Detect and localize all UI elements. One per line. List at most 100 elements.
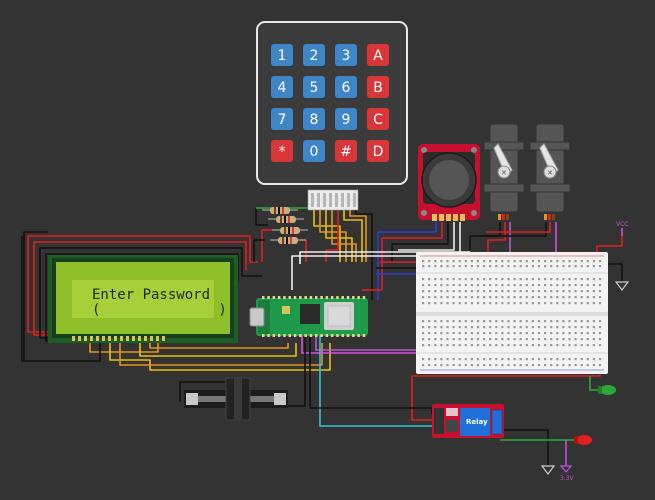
relay-block xyxy=(460,408,490,436)
keypad-key-label: 9 xyxy=(342,112,351,128)
keypad-key-label: 7 xyxy=(278,112,287,128)
keypad-key-5[interactable]: 5 xyxy=(303,76,325,98)
relay-module: Relay xyxy=(432,404,504,438)
wire-white xyxy=(398,222,455,251)
breadboard-holes xyxy=(422,260,602,367)
wire-black xyxy=(255,208,268,226)
led-red xyxy=(574,435,592,445)
voltage-label: 3.3V xyxy=(560,475,575,482)
pico-chip xyxy=(300,304,320,324)
relay-label: Relay xyxy=(466,418,488,426)
wire-red xyxy=(486,222,551,233)
keypad-key-8[interactable]: 8 xyxy=(303,108,325,130)
wire-yellow xyxy=(313,210,341,262)
svg-text:✕: ✕ xyxy=(547,169,553,177)
pico-pins xyxy=(262,334,366,337)
wire-orange xyxy=(319,210,347,262)
keypad-keys: 1 2 3 A 4 5 6 B 7 8 9 C * 0 # D xyxy=(271,44,389,162)
joystick-module xyxy=(418,144,480,221)
keypad-key-label: # xyxy=(340,144,352,160)
svg-text:✕: ✕ xyxy=(501,169,507,177)
wire-black xyxy=(23,231,48,360)
resistor xyxy=(268,216,304,223)
keypad-key-2[interactable]: 2 xyxy=(303,44,325,66)
wire-orange xyxy=(149,343,289,349)
lcd-pins xyxy=(72,336,165,341)
keypad-key-label: 6 xyxy=(342,80,351,96)
wire-yellow xyxy=(325,210,353,262)
wire-black xyxy=(391,222,449,262)
joystick-pins xyxy=(432,214,465,221)
keypad-key-4[interactable]: 4 xyxy=(271,76,293,98)
wire-orange xyxy=(349,210,367,262)
wire-yellow xyxy=(343,210,363,262)
keypad-key-star[interactable]: * xyxy=(271,140,293,162)
ground-symbol xyxy=(614,281,630,291)
keypad-key-label: 8 xyxy=(310,112,319,128)
wire-red xyxy=(300,239,307,262)
led-green xyxy=(598,385,616,395)
keypad-connector xyxy=(307,189,359,211)
wire-blue xyxy=(377,222,437,300)
keypad-key-9[interactable]: 9 xyxy=(335,108,357,130)
wire-orange xyxy=(89,340,159,353)
pico-board xyxy=(249,296,368,337)
keypad-key-label: B xyxy=(373,80,383,96)
resistor xyxy=(262,207,298,214)
keypad-key-label: A xyxy=(373,48,383,64)
wire-red xyxy=(261,229,272,262)
ground-symbol xyxy=(540,465,556,475)
wire-black xyxy=(608,263,623,282)
lcd-display: Enter Password ( ) xyxy=(48,255,238,343)
keypad-key-B[interactable]: B xyxy=(367,76,389,98)
keypad-key-label: 4 xyxy=(278,80,287,96)
wire-black xyxy=(39,247,262,339)
breadboard xyxy=(416,252,608,374)
wire-red xyxy=(33,241,247,336)
wire-red xyxy=(362,222,443,291)
wire-black xyxy=(179,381,236,402)
servo-motor: ✕ xyxy=(483,123,525,222)
resistors xyxy=(262,207,308,244)
wire-orange xyxy=(331,210,357,262)
wire-black xyxy=(21,236,101,362)
lcd-line-1: Enter Password xyxy=(92,287,210,303)
usb-port xyxy=(249,307,265,327)
keypad-key-label: 1 xyxy=(278,48,287,64)
keypad-key-6[interactable]: 6 xyxy=(335,76,357,98)
keypad-key-3[interactable]: 3 xyxy=(335,44,357,66)
keypad-key-1[interactable]: 1 xyxy=(271,44,293,66)
lcd-line-2: ( ) xyxy=(92,302,227,318)
wire-orange xyxy=(119,343,323,366)
vcc-label: VCC xyxy=(616,221,628,228)
keypad-key-D[interactable]: D xyxy=(367,140,389,162)
keypad-key-0[interactable]: 0 xyxy=(303,140,325,162)
keypad-key-label: * xyxy=(279,144,286,160)
keypad-key-label: 3 xyxy=(342,48,351,64)
resistor xyxy=(270,237,306,244)
wire-red xyxy=(27,235,258,333)
keypad-key-label: D xyxy=(373,144,384,160)
keypad-key-label: 5 xyxy=(310,80,319,96)
wire-black xyxy=(309,330,433,414)
servo-motor: ✕ xyxy=(529,123,571,222)
keypad: 1 2 3 A 4 5 6 B 7 8 9 C * 0 # D xyxy=(256,21,408,211)
pico-pins xyxy=(262,296,366,299)
keypad-key-label: 0 xyxy=(310,144,319,160)
wire-yellow xyxy=(139,343,297,357)
wire-black xyxy=(355,210,373,300)
potentiometer xyxy=(184,377,288,421)
keypad-key-7[interactable]: 7 xyxy=(271,108,293,130)
wire-black xyxy=(253,239,265,262)
keypad-key-label: 2 xyxy=(310,48,319,64)
keypad-key-hash[interactable]: # xyxy=(335,140,357,162)
keypad-key-C[interactable]: C xyxy=(367,108,389,130)
keypad-key-label: C xyxy=(373,112,383,128)
keypad-key-A[interactable]: A xyxy=(367,44,389,66)
wire-black xyxy=(480,222,547,237)
vcc-symbol: VCC xyxy=(616,221,628,236)
voltage-symbol: 3.3V xyxy=(559,465,575,482)
wire-white xyxy=(291,222,461,290)
